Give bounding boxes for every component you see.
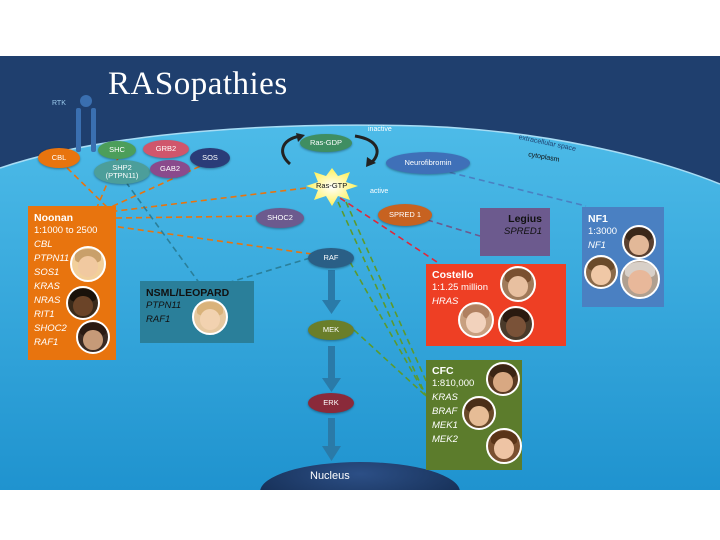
gene-label: KRAS [34,281,60,292]
child-face-photo [66,286,100,320]
inactive-label: inactive [368,126,392,133]
gene-label: PTPN11 [146,300,182,311]
child-face-photo [462,396,496,430]
mek-node: MEK [308,320,354,340]
child-face-photo [192,299,228,335]
legius-box: Legius SPRED1 [480,208,550,256]
nf1-box: NF1 1:3000 NF1 [582,207,664,307]
gene-label: BRAF [432,406,458,417]
gene-label: MEK1 [432,420,458,431]
cfc-box: CFC 1:810,000 KRAS BRAF MEK1 MEK2 [426,360,522,470]
gene-label: SPRED1 [503,226,542,237]
gab2-node: GAB2 [150,160,190,178]
child-face-photo [76,320,110,354]
child-face-photo [486,362,520,396]
grb2-node: GRB2 [143,140,189,158]
curved-arrow-icon [281,134,301,166]
child-face-photo [458,302,494,338]
legius-title: Legius [508,213,542,225]
sos-node: SOS [190,148,230,168]
gene-label: RIT1 [34,309,55,320]
slide: RASopathies RTK inactive active extracel… [0,56,720,490]
nsml-title: NSML/LEOPARD [146,287,230,299]
gene-label: CBL [34,239,53,250]
rtk-label: RTK [52,100,66,107]
cbl-node: CBL [38,148,80,168]
gene-label: NF1 [588,240,606,251]
spred1-node: SPRED 1 [378,204,432,226]
nucleus-label: Nucleus [310,470,350,482]
nf1-prevalence: 1:3000 [588,226,618,237]
raf-node: RAF [308,248,354,268]
gene-label: SHOC2 [34,323,67,334]
nsml-box: NSML/LEOPARD PTPN11 RAF1 [140,281,254,343]
cfc-title: CFC [432,365,454,377]
gene-label: SOS1 [34,267,60,278]
child-face-photo [70,246,106,282]
shc-node: SHC [98,141,136,159]
child-face-photo [622,225,656,259]
child-face-photo [620,259,660,299]
child-face-photo [498,306,534,342]
nf1-title: NF1 [588,213,608,225]
gene-label: RAF1 [146,314,171,325]
noonan-title: Noonan [34,212,74,224]
ras-gtp-node: Ras-GTP [316,181,348,190]
active-label: active [370,188,389,195]
noonan-box: Noonan 1:1000 to 2500 CBL PTPN11 SOS1 KR… [28,206,116,360]
child-face-photo [584,255,618,289]
noonan-prevalence: 1:1000 to 2500 [34,225,98,236]
cfc-prevalence: 1:810,000 [432,378,475,389]
gene-label: KRAS [432,392,458,403]
gene-label: HRAS [432,296,459,307]
starburst-icon [306,168,358,206]
costello-title: Costello [432,269,474,281]
gene-label: NRAS [34,295,61,306]
child-face-photo [486,428,522,464]
page-title: RASopathies [108,66,288,102]
gene-label: RAF1 [34,337,59,348]
rtk-receptor-icon [76,95,96,152]
gene-label: MEK2 [432,434,458,445]
shp2-node: SHP2 (PTPN11) [94,160,150,184]
costello-box: Costello 1:1.25 million HRAS [426,264,566,346]
ras-gdp-node: Ras-GDP [300,134,352,152]
shoc2-node: SHOC2 [256,208,304,228]
gene-label: PTPN11 [34,253,70,264]
costello-prevalence: 1:1.25 million [432,282,488,293]
erk-node: ERK [308,393,354,413]
child-face-photo [500,266,536,302]
neurofibromin-node: Neurofibromin [386,152,470,174]
